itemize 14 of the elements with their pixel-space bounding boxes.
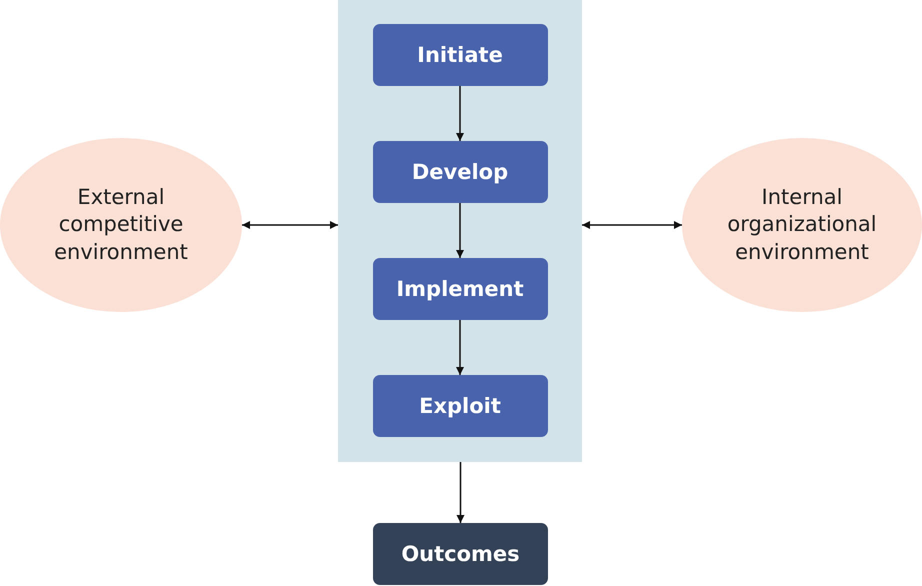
arrow bbox=[456, 462, 464, 523]
process-step-box: Implement bbox=[372, 258, 548, 320]
process-band bbox=[338, 0, 582, 462]
environment-label: Internal organizational environment bbox=[726, 184, 878, 266]
arrow bbox=[242, 221, 338, 229]
process-step-box: Exploit bbox=[372, 375, 548, 437]
arrow bbox=[456, 203, 464, 258]
environment-label: External competitive environment bbox=[53, 184, 189, 266]
outcome-box: Outcomes bbox=[373, 523, 548, 585]
process-step-box: Initiate bbox=[372, 24, 548, 86]
arrow bbox=[456, 86, 464, 141]
process-step-box: Develop bbox=[372, 141, 548, 203]
arrow bbox=[582, 221, 682, 229]
arrow bbox=[456, 320, 464, 375]
